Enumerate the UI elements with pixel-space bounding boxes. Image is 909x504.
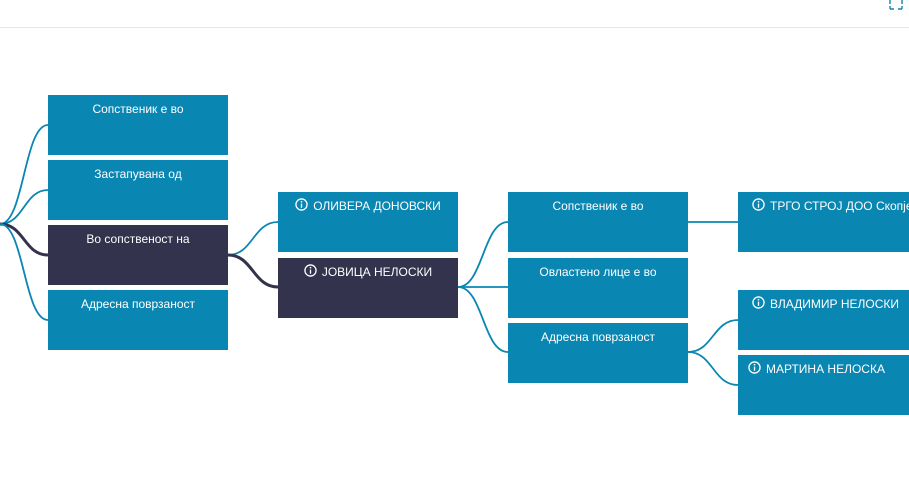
node-represented-by[interactable]: Застапувана од	[48, 160, 228, 220]
node-label: Сопственик е во	[552, 198, 644, 213]
node-label: Сопственик е во	[92, 101, 184, 116]
node-owned-by[interactable]: Во сопственост на	[48, 225, 228, 285]
node-label: ТРГО СТРОЈ ДОО Скопје	[770, 198, 909, 213]
node-label: Овластено лице е во	[539, 264, 657, 279]
link-person2-owner-of	[457, 221, 509, 288]
node-label: ВЛАДИМИР НЕЛОСКИ	[770, 296, 900, 311]
link-owned-by-person1	[227, 221, 279, 256]
node-label: Адресна поврзаност	[80, 296, 196, 311]
link-root-represented-by	[0, 189, 49, 225]
link-owned-by-person2	[227, 253, 279, 289]
node-address-link-2[interactable]: Адресна поврзаност	[508, 323, 688, 383]
node-person-olivera[interactable]: ОЛИВЕРА ДОНОВСКИ	[278, 192, 458, 252]
node-authorized-person[interactable]: Овластено лице е во	[508, 258, 688, 318]
node-label: ОЛИВЕРА ДОНОВСКИ	[313, 198, 441, 213]
info-icon[interactable]	[752, 296, 765, 310]
link-root-owner-of	[0, 124, 49, 225]
link-address-person1	[687, 319, 739, 353]
node-address-link[interactable]: Адресна поврзаност	[48, 290, 228, 350]
link-root-owned-by	[0, 222, 49, 257]
link-root-address	[0, 223, 49, 321]
link-person2-address	[457, 286, 509, 353]
link-address-person2	[687, 351, 739, 386]
info-icon[interactable]	[752, 198, 765, 212]
info-icon[interactable]	[304, 264, 317, 278]
node-company-trgo-stroj[interactable]: ТРГО СТРОЈ ДОО Скопје	[738, 192, 909, 252]
node-label: МАРТИНА НЕЛОСКА	[766, 361, 885, 376]
node-label: Во сопственост на	[86, 231, 190, 246]
expand-icon[interactable]	[889, 0, 903, 10]
top-bar	[0, 0, 909, 28]
node-label: Застапувана од	[94, 166, 182, 181]
node-person-vladimir[interactable]: ВЛАДИМИР НЕЛОСКИ	[738, 290, 909, 350]
node-label: ЈОВИЦА НЕЛОСКИ	[321, 264, 433, 279]
info-icon[interactable]	[295, 198, 308, 212]
node-person-jovica[interactable]: ЈОВИЦА НЕЛОСКИ	[278, 258, 458, 318]
node-owner-of-2[interactable]: Сопственик е во	[508, 192, 688, 252]
node-label: Адресна поврзаност	[540, 329, 656, 344]
node-owner-of[interactable]: Сопственик е во	[48, 95, 228, 155]
info-icon[interactable]	[748, 361, 761, 375]
node-person-martina[interactable]: МАРТИНА НЕЛОСКА	[738, 355, 909, 415]
